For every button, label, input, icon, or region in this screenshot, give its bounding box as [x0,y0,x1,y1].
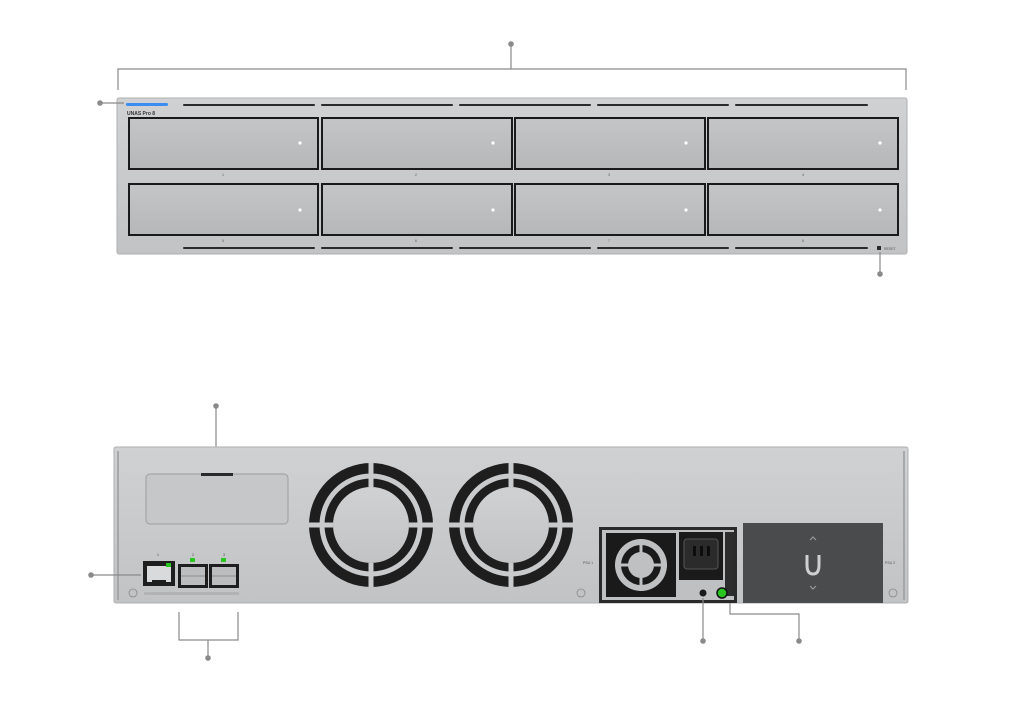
power-inlet[interactable] [679,532,723,580]
bay-number: 5 [222,238,225,243]
psu-1 [599,527,737,603]
rj45-port[interactable] [143,561,175,586]
port-number: 3 [223,552,226,557]
drive-bay-1[interactable] [128,117,319,170]
reset-label: RESET [884,247,897,251]
status-led-bar [126,103,168,106]
port-number: 1 [157,552,160,557]
sfp-port-1[interactable] [178,564,208,588]
drive-bay-6[interactable] [321,183,513,236]
drive-bay-row-1 [128,117,899,170]
reset-button[interactable] [877,246,881,250]
psu2-label: PSU 2 [885,561,895,565]
sfp-port-2[interactable] [209,564,239,588]
front-top-vents [183,104,868,106]
drive-bay-led [298,208,302,212]
drive-bay-led [878,141,882,145]
drive-bay-5[interactable] [128,183,319,236]
callout-reset [877,252,883,277]
callout-drive-bays [117,41,907,90]
front-bottom-vents [183,247,868,249]
bay-numbers-row-1: 1 2 3 4 [222,172,805,177]
bay-number: 3 [608,172,611,177]
bay-number: 7 [608,238,611,243]
bay-numbers-row-2: 5 6 7 8 [222,238,805,243]
sfp-led-1 [190,558,195,562]
drive-bay-led [491,141,495,145]
accessory-slot-cover [145,473,289,525]
port-number: 2 [192,552,195,557]
drive-bay-row-2 [128,183,899,236]
bay-number: 4 [802,172,805,177]
fan-1 [309,463,433,587]
drive-bay-led [684,141,688,145]
chassis-screws [128,588,898,598]
bay-number: 2 [415,172,418,177]
psu1-label: PSU 1 [583,561,593,565]
drive-bay-led [491,208,495,212]
callout-sfp-ports [178,612,239,661]
port-numbers: 1 2 3 [157,552,226,557]
drive-bay-7[interactable] [514,183,706,236]
drive-bay-8[interactable] [707,183,899,236]
psu-fan [606,533,676,597]
psu-2-blank-cover [743,523,883,603]
rear-view: 1 2 3 [88,403,909,661]
bay-number: 6 [415,238,418,243]
product-label: UNAS Pro 8 [127,111,155,117]
fan-2 [449,463,573,587]
callout-psu-led [729,603,802,644]
bay-number: 1 [222,172,225,177]
callout-psu-latch [700,598,706,644]
psu-latch[interactable] [699,589,707,597]
port-led [166,563,171,567]
sfp-led-2 [221,558,226,562]
callout-status-led [97,100,124,106]
drive-bay-2[interactable] [321,117,513,170]
drive-bay-led [298,141,302,145]
front-view: UNAS Pro 8 [97,41,908,277]
psu-status-led [716,587,728,599]
drive-bay-3[interactable] [514,117,706,170]
bay-number: 8 [802,238,805,243]
drive-bay-led [684,208,688,212]
callout-rj45-port [88,572,141,578]
drive-bay-4[interactable] [707,117,899,170]
drive-bay-led [878,208,882,212]
